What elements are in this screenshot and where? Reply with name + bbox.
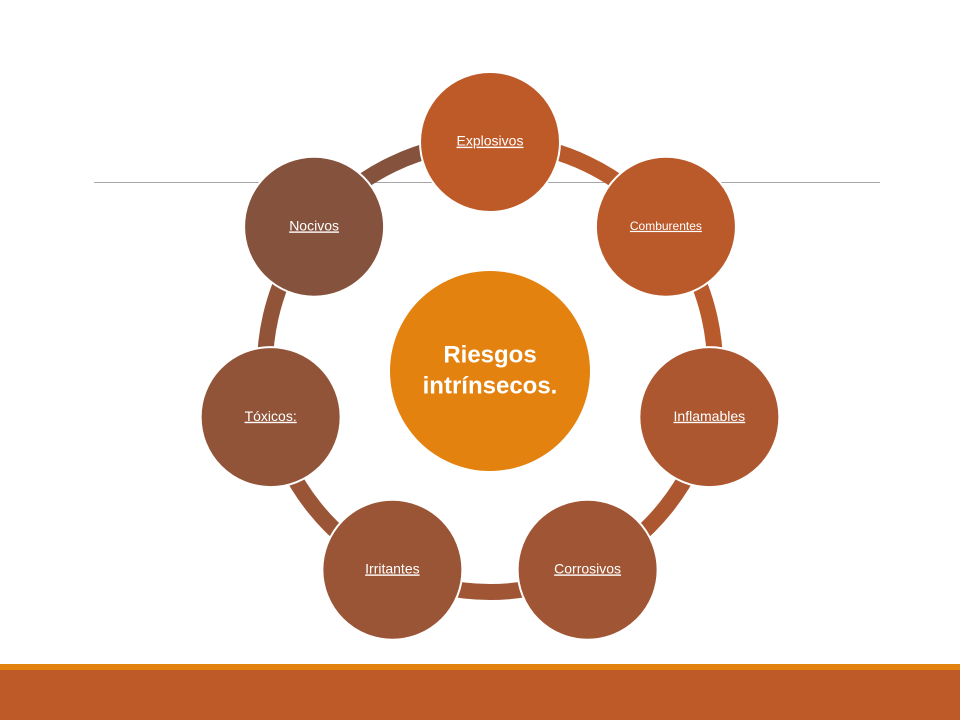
node-explosivos[interactable]: Explosivos xyxy=(419,71,561,213)
node-inflamables[interactable]: Inflamables xyxy=(638,346,781,489)
node-irritantes[interactable]: Irritantes xyxy=(321,498,464,641)
footer-bar xyxy=(0,670,960,720)
footer-accent-bar xyxy=(0,664,960,670)
node-circle-corrosivos xyxy=(516,498,659,641)
node-label-inflamables[interactable]: Inflamables xyxy=(674,408,746,424)
node-circle-explosivos xyxy=(419,71,561,213)
node-nocivos[interactable]: Nocivos xyxy=(243,155,386,298)
node-label-corrosivos[interactable]: Corrosivos xyxy=(554,560,621,576)
node-circle-comburentes xyxy=(594,155,737,298)
node-circle-irritantes xyxy=(321,498,464,641)
center-label-line1: Riesgos xyxy=(443,341,536,368)
node-label-nocivos[interactable]: Nocivos xyxy=(289,217,339,233)
node-label-irritantes[interactable]: Irritantes xyxy=(365,560,419,576)
node-label-explosivos[interactable]: Explosivos xyxy=(457,133,524,149)
node-comburentes[interactable]: Comburentes xyxy=(594,155,737,298)
center-circle xyxy=(390,271,590,471)
node-circle-inflamables xyxy=(638,346,781,489)
node-toxicos[interactable]: Tóxicos: xyxy=(199,346,342,489)
node-corrosivos[interactable]: Corrosivos xyxy=(516,498,659,641)
node-circle-nocivos xyxy=(243,155,386,298)
center-label-line2: intrínsecos. xyxy=(423,372,558,399)
node-label-comburentes[interactable]: Comburentes xyxy=(630,219,702,233)
node-circle-toxicos xyxy=(199,346,342,489)
node-label-toxicos[interactable]: Tóxicos: xyxy=(245,408,297,424)
